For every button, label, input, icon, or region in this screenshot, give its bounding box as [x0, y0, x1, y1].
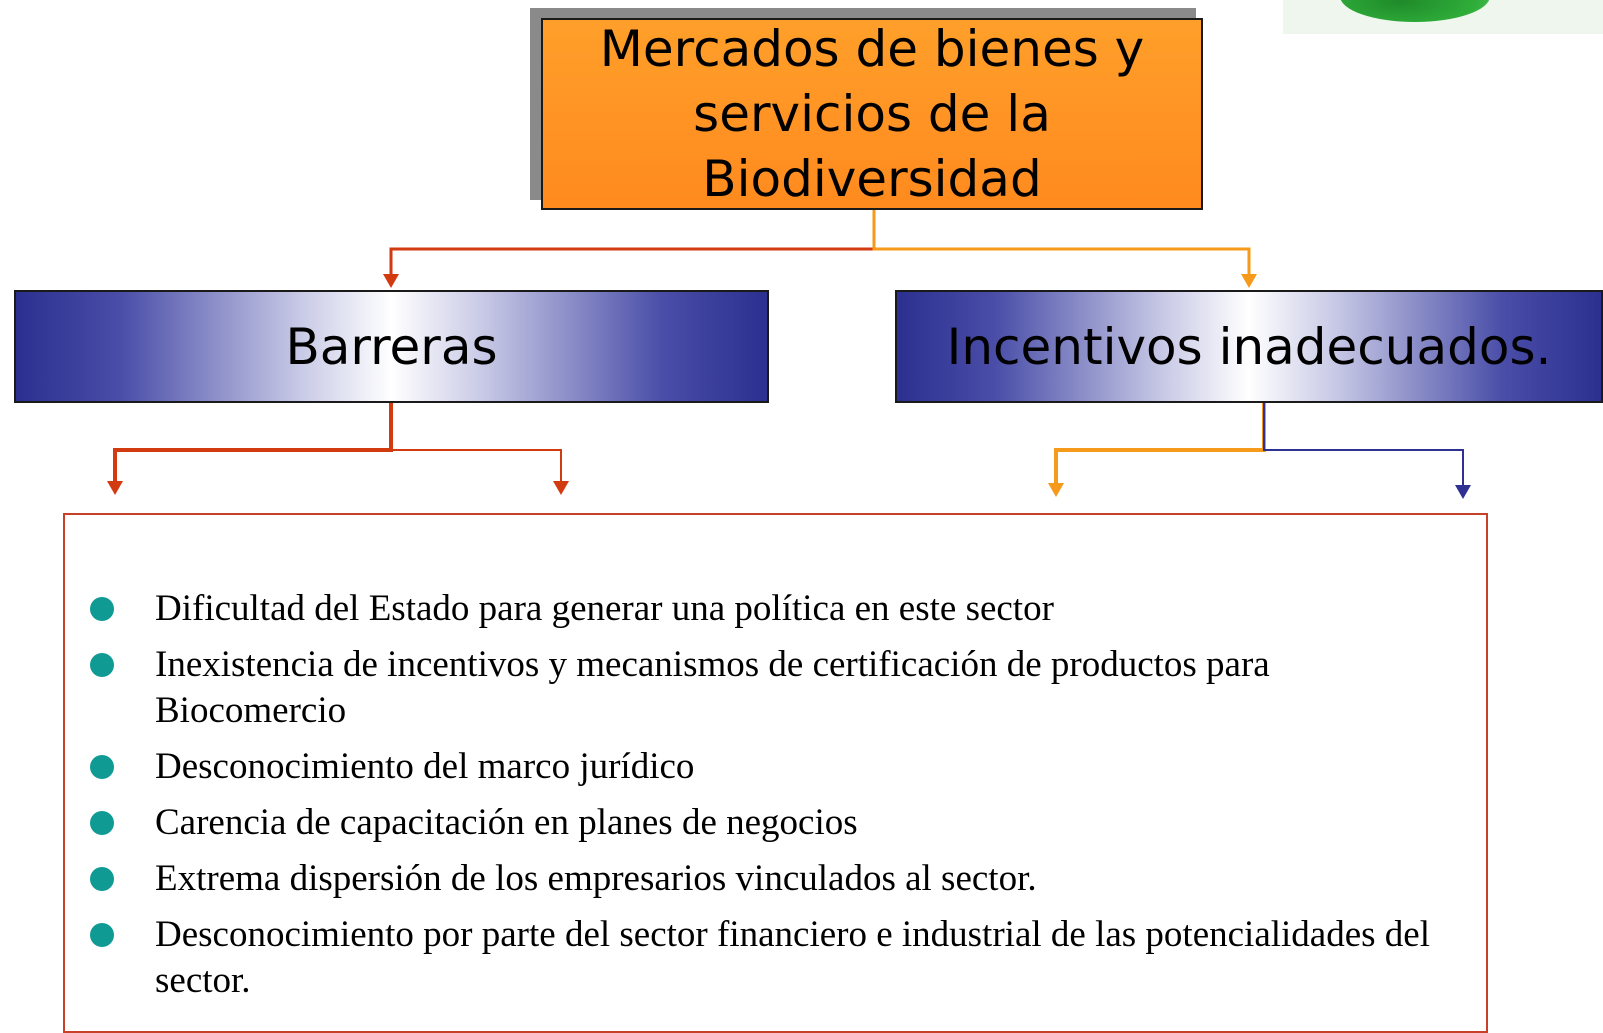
incentivos-left-connector: [1048, 403, 1266, 497]
barreras-label: Barreras: [285, 317, 498, 376]
list-item: Extrema dispersión de los empresarios vi…: [90, 856, 1470, 902]
leaf-logo-icon: [1340, 0, 1490, 22]
root-to-barreras-connector: [383, 210, 876, 288]
list-item: Carencia de capacitación en planes de ne…: [90, 800, 1470, 846]
barreras-right-connector: [391, 449, 569, 495]
bullet-dot-icon: [90, 867, 114, 891]
bullet-list: Dificultad del Estado para generar una p…: [90, 586, 1470, 1014]
list-item-text: Dificultad del Estado para generar una p…: [155, 588, 1054, 629]
bullet-dot-icon: [90, 811, 114, 835]
bullet-dot-icon: [90, 597, 114, 621]
list-item: Inexistencia de incentivos y mecanismos …: [90, 642, 1470, 734]
barreras-left-connector: [107, 403, 393, 495]
bullet-content-box: [63, 513, 1488, 1033]
incentivos-node: Incentivos inadecuados.: [895, 290, 1603, 403]
bullet-dot-icon: [90, 923, 114, 947]
root-to-incentivos-connector: [872, 210, 1257, 288]
list-item-text: Extrema dispersión de los empresarios vi…: [155, 858, 1037, 899]
bullet-dot-icon: [90, 653, 114, 677]
barreras-node: Barreras: [14, 290, 769, 403]
incentivos-right-connector: [1263, 403, 1471, 499]
list-item-text: Desconocimiento del marco jurídico: [155, 746, 695, 787]
list-item-text: Desconocimiento por parte del sector fin…: [155, 914, 1431, 1001]
list-item: Desconocimiento por parte del sector fin…: [90, 912, 1470, 1004]
bullet-dot-icon: [90, 755, 114, 779]
incentivos-label: Incentivos inadecuados.: [946, 317, 1552, 376]
list-item: Desconocimiento del marco jurídico: [90, 744, 1470, 790]
list-item: Dificultad del Estado para generar una p…: [90, 586, 1470, 632]
root-node: Mercados de bienes y servicios de la Bio…: [541, 18, 1203, 210]
root-node-label: Mercados de bienes y servicios de la Bio…: [599, 19, 1145, 208]
list-item-text: Carencia de capacitación en planes de ne…: [155, 802, 858, 843]
list-item-text: Inexistencia de incentivos y mecanismos …: [155, 644, 1270, 731]
